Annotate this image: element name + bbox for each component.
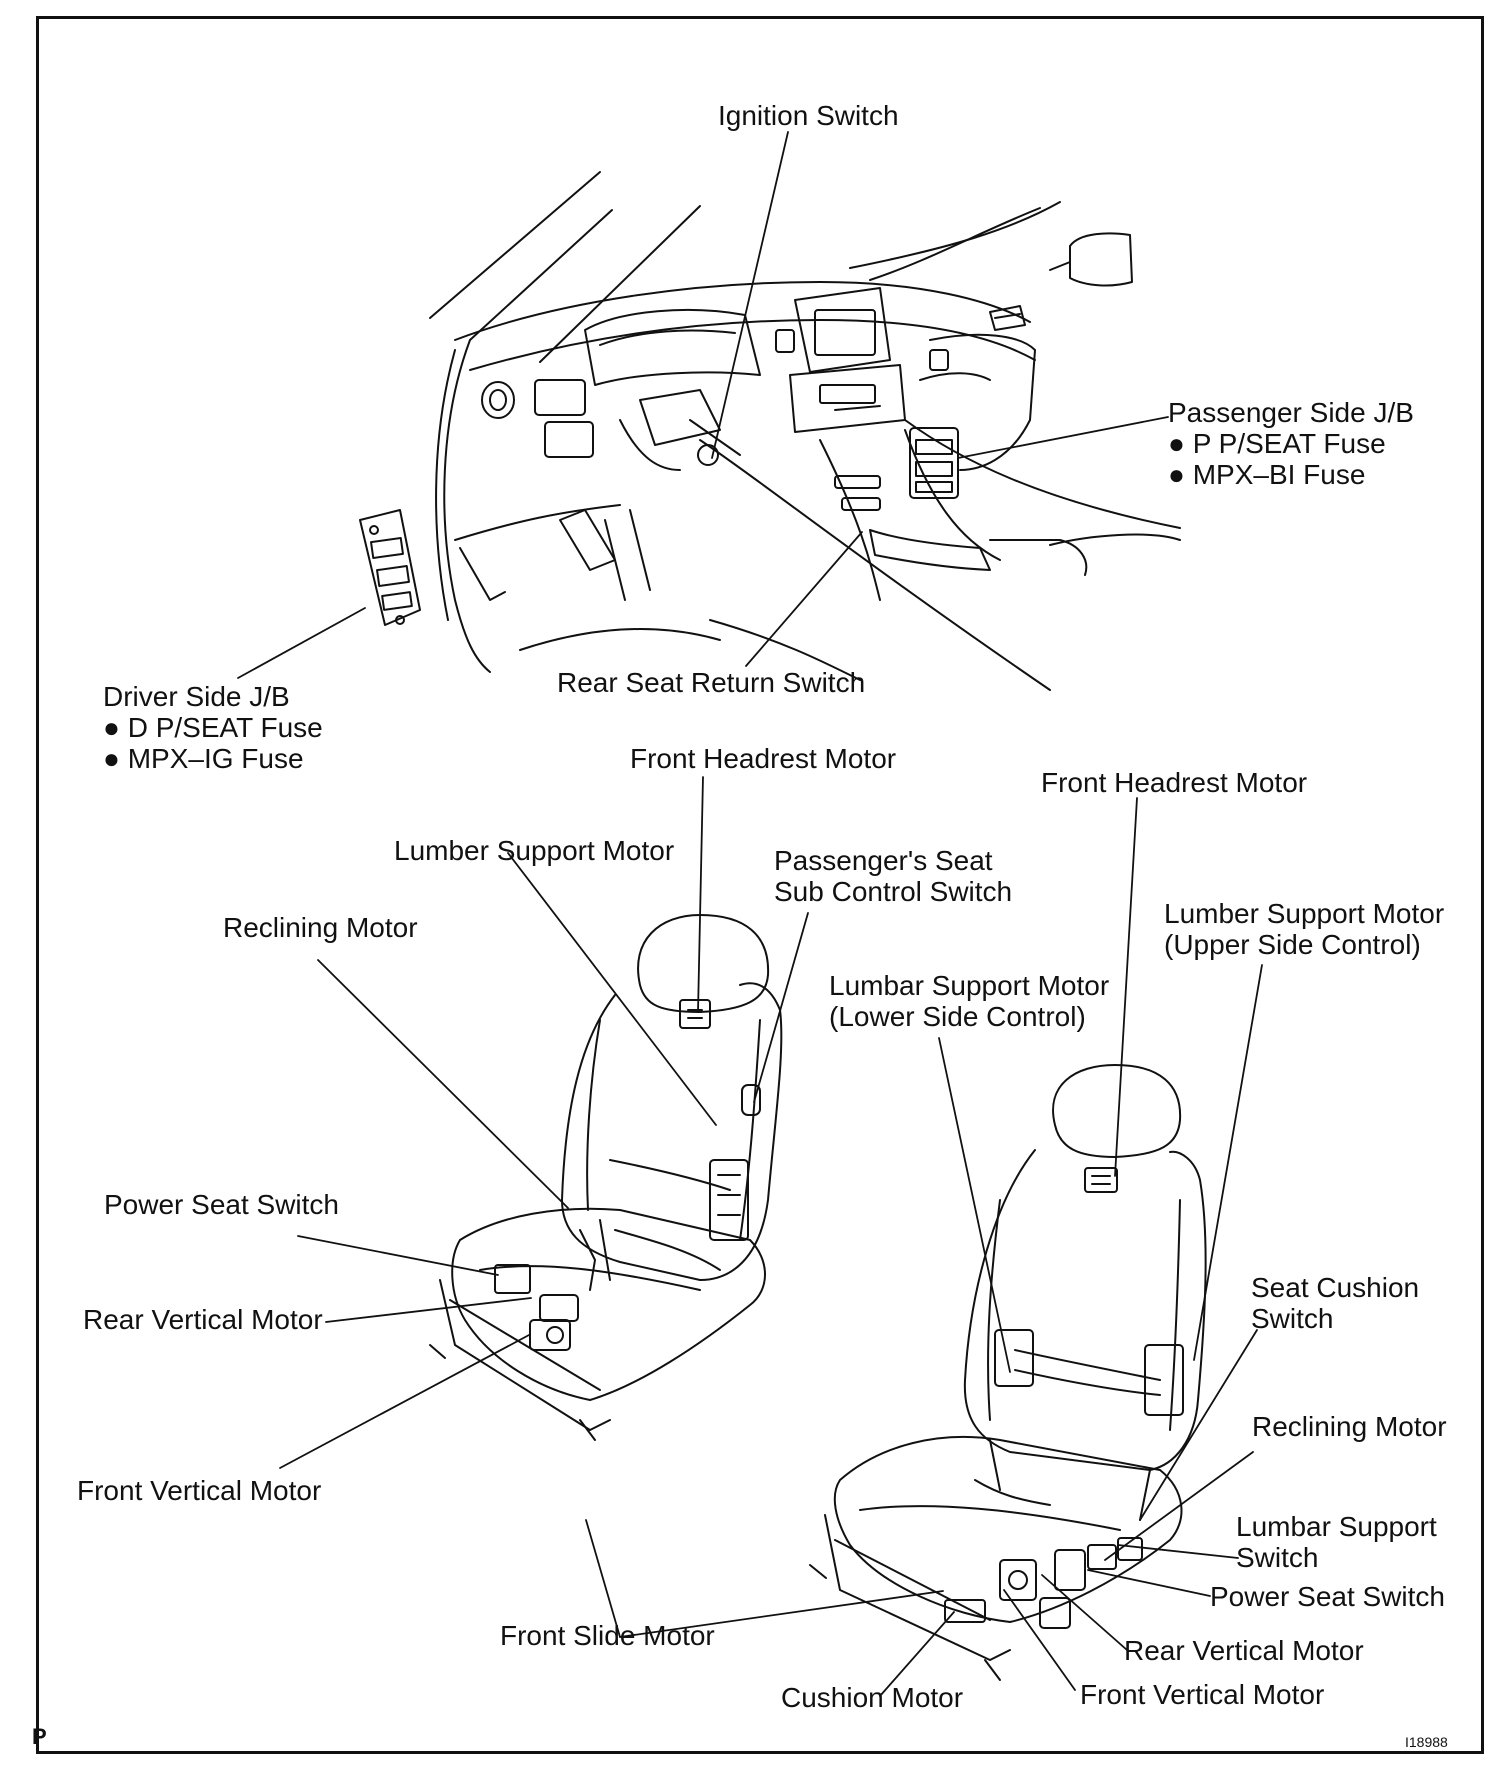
driver-jb-fuse-1: ● D P/SEAT Fuse: [103, 712, 323, 743]
label-seat-cushion-switch: Seat Cushion Switch: [1251, 1272, 1419, 1334]
label-rear-seat-return-switch: Rear Seat Return Switch: [557, 667, 866, 698]
label-lumber-support-motor-upper: Lumber Support Motor (Upper Side Control…: [1164, 898, 1444, 960]
label-power-seat-switch-right: Power Seat Switch: [1210, 1581, 1445, 1612]
corner-mark: P: [32, 1724, 47, 1749]
label-passenger-side-jb: Passenger Side J/B ● P P/SEAT Fuse ● MPX…: [1168, 397, 1414, 490]
figure-code: I18988: [1405, 1734, 1448, 1750]
lumbar-lower-line-2: (Lower Side Control): [829, 1001, 1086, 1032]
label-lumbar-support-motor-lower: Lumbar Support Motor (Lower Side Control…: [829, 970, 1109, 1032]
label-front-vertical-motor-left: Front Vertical Motor: [77, 1475, 322, 1506]
label-front-vertical-motor-right: Front Vertical Motor: [1080, 1679, 1325, 1710]
right-seat-drawing: [809, 1064, 1207, 1681]
driver-jb-fuse-2: ● MPX–IG Fuse: [103, 743, 304, 774]
left-seat-drawing: [429, 914, 783, 1441]
lumbar-switch-line-1: Lumbar Support: [1236, 1511, 1437, 1542]
label-cushion-motor: Cushion Motor: [781, 1682, 964, 1713]
lumbar-lower-line-1: Lumbar Support Motor: [829, 970, 1110, 1001]
label-lumbar-support-switch: Lumbar Support Switch: [1236, 1511, 1437, 1573]
passenger-jb-title: Passenger Side J/B: [1168, 397, 1414, 428]
label-reclining-motor-right: Reclining Motor: [1252, 1411, 1447, 1442]
label-front-headrest-motor-left: Front Headrest Motor: [630, 743, 897, 774]
label-front-slide-motor: Front Slide Motor: [500, 1620, 715, 1651]
label-driver-side-jb: Driver Side J/B ● D P/SEAT Fuse ● MPX–IG…: [103, 681, 323, 774]
label-power-seat-switch-left: Power Seat Switch: [104, 1189, 339, 1220]
seat-cushion-line-1: Seat Cushion: [1251, 1272, 1420, 1303]
label-lumber-support-motor-left: Lumber Support Motor: [394, 835, 675, 866]
dashboard-drawing: [359, 171, 1181, 691]
seat-cushion-line-2: Switch: [1251, 1303, 1334, 1334]
label-rear-vertical-motor-left: Rear Vertical Motor: [83, 1304, 323, 1335]
label-front-headrest-motor-right: Front Headrest Motor: [1041, 767, 1308, 798]
label-reclining-motor-left: Reclining Motor: [223, 912, 418, 943]
diagram-frame: [36, 16, 1484, 1754]
driver-jb-title: Driver Side J/B: [103, 681, 290, 712]
lumber-upper-line-1: Lumber Support Motor: [1164, 898, 1445, 929]
sub-control-line-1: Passenger's Seat: [774, 845, 993, 876]
lumber-upper-line-2: (Upper Side Control): [1164, 929, 1421, 960]
label-ignition-switch: Ignition Switch: [718, 100, 899, 131]
label-rear-vertical-motor-right: Rear Vertical Motor: [1124, 1635, 1364, 1666]
sub-control-line-2: Sub Control Switch: [774, 876, 1013, 907]
label-passenger-seat-sub-control-switch: Passenger's Seat Sub Control Switch: [774, 845, 1012, 907]
passenger-jb-fuse-1: ● P P/SEAT Fuse: [1168, 428, 1386, 459]
passenger-jb-fuse-2: ● MPX–BI Fuse: [1168, 459, 1366, 490]
lumbar-switch-line-2: Switch: [1236, 1542, 1319, 1573]
leader-lines: [237, 131, 1263, 1697]
